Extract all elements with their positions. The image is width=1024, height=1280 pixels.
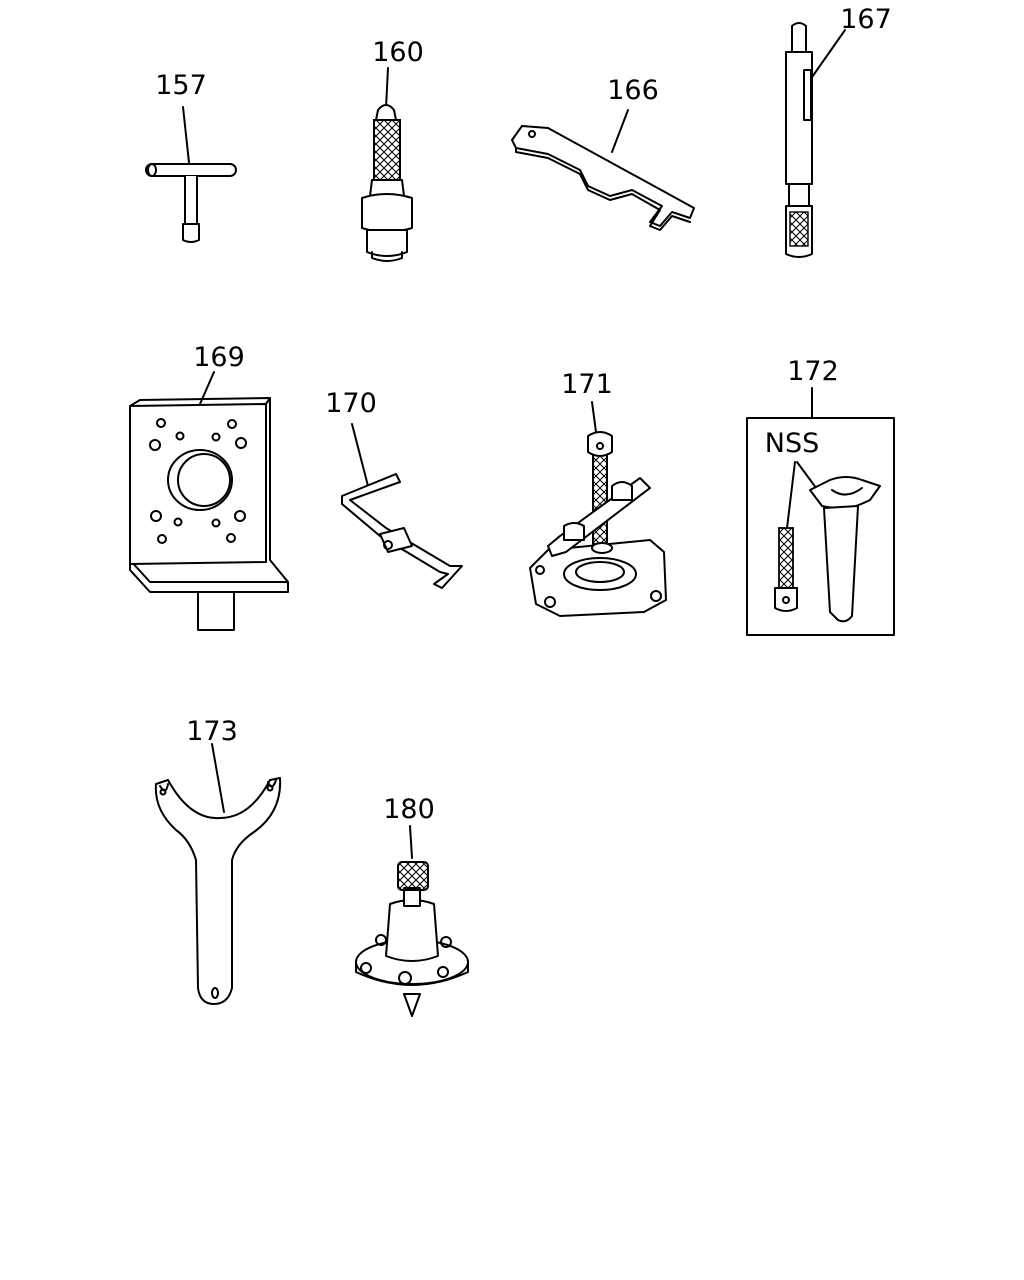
part-167-leader: [809, 29, 846, 81]
part-169-label: 169: [193, 342, 245, 373]
part-173-spanner: 173: [154, 716, 282, 1005]
part-173-label: 173: [186, 716, 238, 747]
part-170-leader: [351, 423, 369, 487]
nss-leader-bolt: [786, 461, 796, 529]
part-173-leader: [211, 743, 225, 813]
part-166-label: 166: [607, 75, 659, 106]
part-166-leader: [611, 109, 629, 153]
part-170-bent-rod: 170: [325, 388, 463, 589]
part-157-t-handle: 157: [145, 70, 237, 243]
part-166-plate: 166: [511, 75, 695, 231]
part-171-label: 171: [561, 369, 613, 400]
part-160-label: 160: [372, 37, 424, 68]
part-167-label: 167: [840, 4, 892, 35]
part-180-base: 180: [355, 794, 469, 1017]
part-172-kit: 172 NSS: [746, 356, 895, 636]
part-169-bracket: 169: [129, 342, 289, 631]
part-171-puller: 171: [529, 369, 667, 617]
part-180-label: 180: [383, 794, 435, 825]
part-160-leader: [385, 67, 389, 109]
part-157-leader: [182, 106, 191, 173]
part-170-label: 170: [325, 388, 377, 419]
part-180-leader: [409, 825, 413, 859]
part-172-label: 172: [787, 356, 839, 387]
part-160-adapter: 160: [361, 37, 424, 262]
part-172-box: [746, 417, 895, 636]
part-171-leader: [591, 401, 597, 433]
part-167-shaft: 167: [785, 4, 892, 258]
part-172-note: NSS: [765, 428, 819, 459]
part-157-label: 157: [155, 70, 207, 101]
